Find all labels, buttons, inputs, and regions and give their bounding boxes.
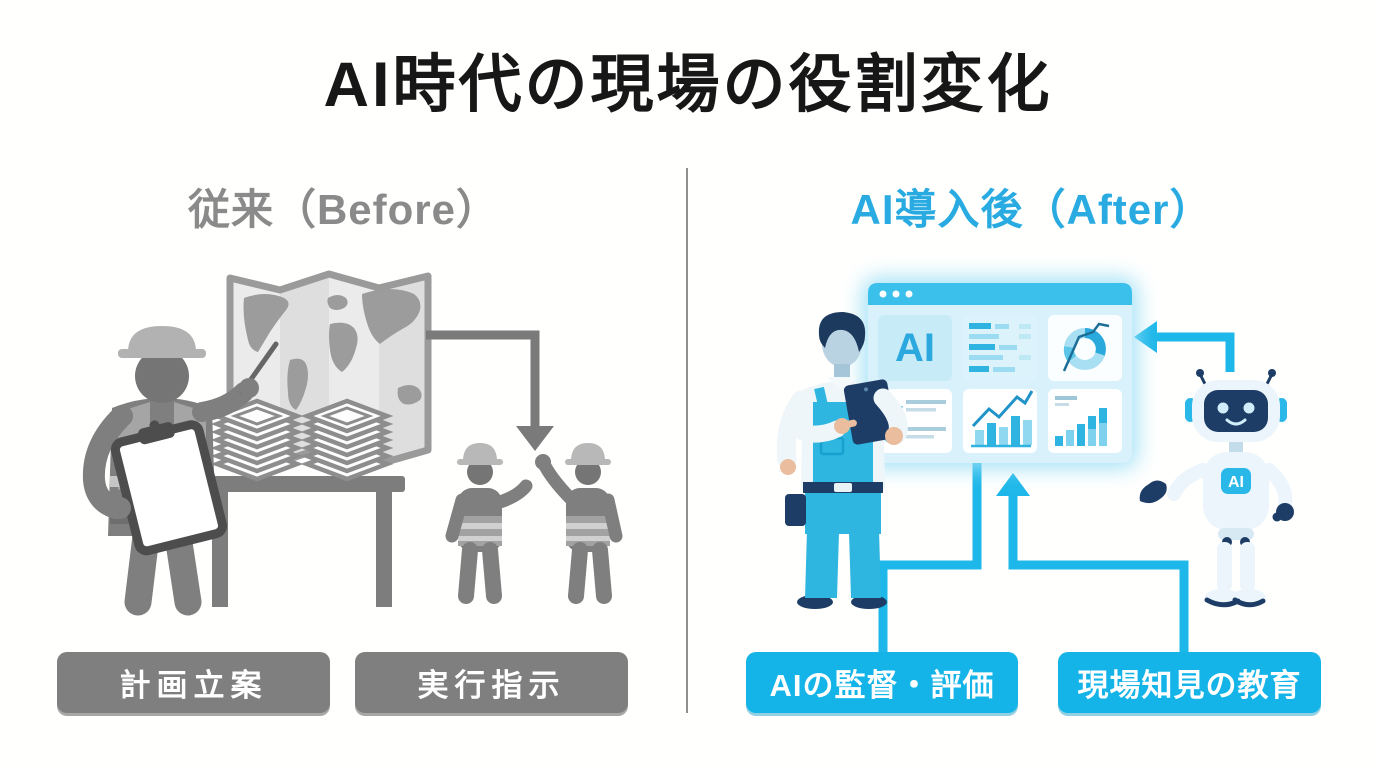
tile-text-report <box>963 315 1037 381</box>
before-section-header: 従来（Before） <box>187 186 500 233</box>
robot-to-dashboard-connector <box>1134 321 1235 372</box>
worker-listening-figure <box>445 443 533 604</box>
worker-raising-hand-figure <box>535 443 623 604</box>
clipboard-icon <box>110 420 228 556</box>
tile-bar-trend-chart <box>963 389 1037 453</box>
after-illustration: AI <box>776 277 1294 656</box>
instruction-arrow-icon <box>426 330 554 451</box>
paper-stack-right-icon <box>300 398 394 482</box>
window-dots-icon <box>879 290 913 298</box>
ai-robot-figure: AI <box>1139 369 1294 608</box>
education-to-dashboard-connector <box>996 473 1189 656</box>
paper-stack-left-icon <box>210 398 304 482</box>
before-role-execution: 実行指示 <box>355 652 628 713</box>
center-divider <box>686 168 688 713</box>
before-illustration <box>82 270 623 616</box>
table-icon <box>200 476 405 607</box>
robot-open-hand <box>1139 480 1167 504</box>
tablet-worker-figure <box>776 312 908 609</box>
tile-bar-chart <box>1048 389 1122 453</box>
tool-pouch <box>785 494 806 526</box>
ai-dashboard-window: AI <box>862 277 1138 469</box>
up-arrow-icon <box>996 473 1030 496</box>
page-title: AI時代の現場の役割変化 <box>323 50 1053 120</box>
robot-chest-badge <box>1221 468 1251 494</box>
dashboard-to-supervision-connector <box>878 460 982 656</box>
dashboard-ai-label: AI <box>895 326 935 370</box>
window-title-bar <box>868 283 1132 305</box>
hard-hat-icon <box>128 326 196 352</box>
after-role-supervision: AIの監督・評価 <box>746 652 1018 713</box>
robot-badge-label: AI <box>1228 474 1244 491</box>
hair <box>818 312 866 352</box>
before-role-planning: 計画立案 <box>57 652 330 713</box>
foreman-figure <box>82 326 279 616</box>
after-section-header: AI導入後（After） <box>850 186 1213 233</box>
after-role-education: 現場知見の教育 <box>1058 652 1321 713</box>
tile-donut-chart <box>1048 315 1122 381</box>
tile-ai-logo: AI <box>878 315 952 381</box>
left-arrow-icon <box>1134 321 1157 353</box>
robot-face-screen <box>1204 390 1268 432</box>
